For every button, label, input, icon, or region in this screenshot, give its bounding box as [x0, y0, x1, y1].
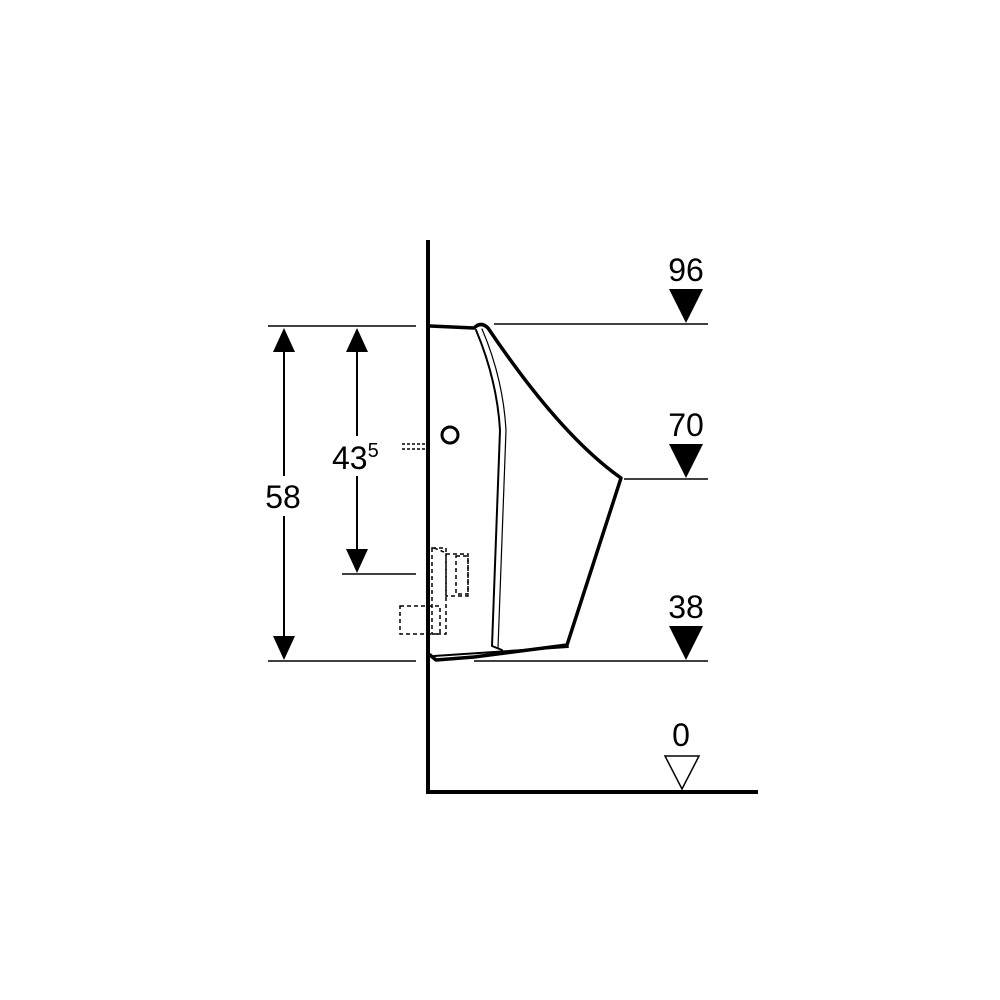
wall-and-floor — [426, 240, 758, 794]
level-marker-96: 96 — [668, 252, 704, 323]
extension-lines — [268, 323, 708, 662]
arrowhead-icon — [273, 328, 295, 352]
urinal-inner-rim — [475, 329, 503, 651]
urinal-outer-outline — [428, 322, 623, 662]
arrowhead-icon — [346, 549, 368, 573]
arrowhead-icon — [346, 328, 368, 352]
inlet-pipe-hidden — [402, 443, 428, 450]
outlet-siphon-hidden — [399, 547, 469, 635]
urinal-inner-rim-2 — [481, 328, 507, 649]
level-marker-38: 38 — [668, 589, 704, 660]
level-label: 0 — [672, 717, 690, 753]
dimension-overall-height: 58 — [254, 328, 314, 660]
level-label: 38 — [668, 589, 704, 625]
urinal-body — [428, 322, 623, 662]
filled-triangle-icon — [669, 444, 703, 478]
level-marker-70: 70 — [668, 407, 704, 478]
filled-triangle-icon — [669, 289, 703, 323]
dimension-label-outlet: 435 — [332, 440, 379, 476]
arrowhead-icon — [273, 636, 295, 660]
level-marker-0: 0 — [663, 717, 701, 791]
dimension-label-overall: 58 — [265, 479, 301, 515]
water-inlet-icon — [440, 425, 460, 445]
level-label: 96 — [668, 252, 704, 288]
filled-triangle-icon — [669, 626, 703, 660]
urinal-bottom-lip — [433, 646, 569, 657]
open-triangle-icon — [663, 755, 701, 791]
dimension-outlet-height: 435 — [326, 328, 386, 573]
level-label: 70 — [668, 407, 704, 443]
